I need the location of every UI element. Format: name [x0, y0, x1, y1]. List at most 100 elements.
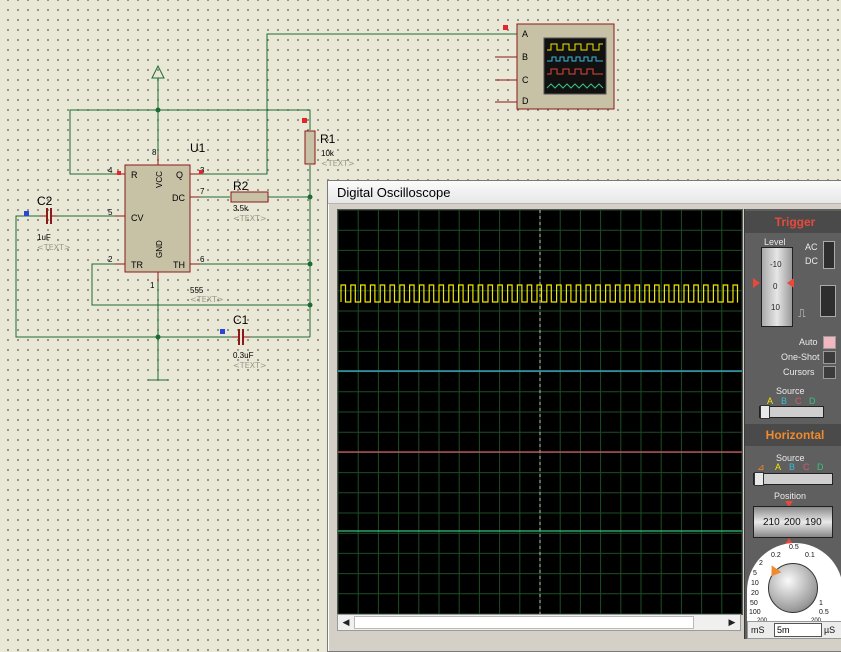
pin-dc-label: DC	[172, 193, 185, 203]
horizontal-source-b: B	[789, 462, 796, 472]
dial-tick-0-5-us: 0.5	[819, 609, 829, 616]
timebase-readout: mS 5m µS	[747, 621, 841, 639]
scope-symbol-channel-b: B	[522, 52, 528, 62]
cursors-button[interactable]	[823, 366, 836, 379]
c2-value-label: 1uF	[37, 233, 51, 242]
position-value-200: 200	[784, 517, 801, 528]
auto-button[interactable]	[823, 336, 836, 349]
r1-resistor[interactable]: R1 10k <TEXT>	[302, 118, 355, 168]
pin-th-label: TH	[173, 260, 185, 270]
dial-tick-10: 10	[751, 580, 759, 587]
power-terminal-icon[interactable]	[151, 64, 165, 82]
horizontal-source-label: Source	[776, 453, 805, 463]
level-marker-right-icon	[787, 278, 794, 288]
pin-number-4: 4	[108, 166, 113, 175]
u1-text-tag: <TEXT>	[190, 295, 224, 304]
trigger-source-d: D	[809, 396, 816, 406]
c2-text-tag: <TEXT>	[37, 243, 71, 252]
dial-tick-0-1: 0.1	[805, 552, 815, 559]
scope-symbol-channel-d: D	[522, 96, 529, 106]
auto-label: Auto	[799, 337, 818, 347]
timebase-unit-left: mS	[751, 625, 765, 635]
one-shot-label: One-Shot	[781, 352, 820, 362]
dial-tick-20: 20	[751, 590, 759, 597]
trigger-level-label: Level	[764, 237, 786, 247]
level-tick-10: 10	[771, 303, 780, 312]
pin-number-7: 7	[200, 187, 205, 196]
scope-symbol-channel-a: A	[522, 29, 528, 39]
pin-r-label: R	[131, 170, 138, 180]
horizontal-section-title: Horizontal	[745, 424, 841, 446]
pin-marker-r	[117, 171, 121, 175]
trace-channel-a	[340, 284, 739, 303]
r1-text-tag: <TEXT>	[321, 159, 355, 168]
pin-number-1: 1	[150, 281, 155, 290]
dial-tick-1: 1	[819, 600, 823, 607]
pin-q-label: Q	[176, 170, 183, 180]
r2-resistor[interactable]: R2 3.5k <TEXT>	[230, 179, 269, 223]
rising-edge-icon: ⎍	[798, 308, 806, 320]
scroll-right-icon[interactable]: ▶	[728, 617, 736, 627]
pin-gnd-label: GND	[155, 240, 164, 258]
timebase-dial-area: 0.5 0.2 2 5 10 20 50 100 200 0.1 1 0.5 2…	[747, 543, 841, 635]
r2-value-label: 3.5k	[233, 204, 249, 213]
u1-part-label: 555	[190, 286, 204, 295]
ac-label: AC	[805, 242, 818, 252]
pin-number-8: 8	[152, 148, 157, 157]
level-tick-0: 0	[773, 282, 778, 291]
scroll-left-icon[interactable]: ◀	[342, 617, 350, 627]
scope-display[interactable]	[337, 209, 743, 615]
trigger-source-slider[interactable]	[759, 406, 824, 418]
scrollbar-thumb[interactable]	[354, 616, 694, 629]
timebase-unit-right: µS	[824, 625, 836, 635]
one-shot-button[interactable]	[823, 351, 836, 364]
c2-capacitor[interactable]: C2 1uF <TEXT>	[24, 194, 71, 252]
u1-555-timer[interactable]: U1 R Q DC CV TR TH VCC GND 4 8 3 7 5 2 6…	[108, 141, 224, 304]
position-knob[interactable]: 210 200 190	[753, 506, 833, 538]
control-panel: Trigger Level -10 0 10 AC DC ⎍ Auto One-…	[744, 209, 841, 639]
horizontal-source-a: A	[775, 462, 782, 472]
horizontal-scrollbar[interactable]: ◀ ▶	[337, 614, 741, 631]
dial-tick-5: 5	[753, 570, 757, 577]
position-marker-icon	[785, 501, 793, 507]
dial-tick-0-2: 0.2	[771, 552, 781, 559]
trigger-source-a: A	[767, 396, 774, 406]
pin-vcc-label: VCC	[155, 171, 164, 188]
horizontal-source-ramp-icon: ⊿	[757, 462, 765, 472]
dial-tick-50: 50	[750, 600, 758, 607]
pin-marker-q	[199, 170, 203, 174]
trigger-source-label: Source	[776, 386, 805, 396]
c1-value-label: 0.3uF	[233, 351, 254, 360]
cursors-label: Cursors	[783, 367, 815, 377]
scope-symbol-channel-c: C	[522, 75, 529, 85]
c2-ref-label: C2	[37, 194, 53, 208]
timebase-knob[interactable]	[768, 563, 818, 613]
dc-label: DC	[805, 256, 818, 266]
pin-number-2: 2	[108, 255, 113, 264]
timebase-value-field[interactable]: 5m	[774, 623, 822, 637]
oscilloscope-instrument-symbol[interactable]: A B C D	[495, 23, 615, 110]
r2-text-tag: <TEXT>	[233, 214, 267, 223]
horizontal-source-slider-knob[interactable]	[754, 472, 764, 486]
level-marker-left-icon	[753, 278, 760, 288]
dial-tick-2: 2	[759, 560, 763, 567]
scope-display-svg	[337, 209, 743, 615]
ac-dc-switch[interactable]	[823, 241, 835, 269]
r1-ref-label: R1	[320, 132, 336, 146]
pin-cv-label: CV	[131, 213, 144, 223]
horizontal-source-slider[interactable]	[753, 473, 833, 485]
position-value-210: 210	[763, 517, 780, 528]
dial-tick-0-5: 0.5	[789, 544, 799, 551]
c1-capacitor[interactable]: C1 0.3uF <TEXT>	[220, 313, 267, 370]
trigger-source-slider-knob[interactable]	[760, 405, 770, 419]
window-title: Digital Oscilloscope	[337, 185, 451, 200]
u1-ref-label: U1	[190, 141, 206, 155]
position-marker-bottom-icon	[785, 538, 793, 544]
oscilloscope-window[interactable]: Digital Oscilloscope ◀ ▶ Trigger Level -…	[327, 180, 841, 652]
c1-text-tag: <TEXT>	[233, 361, 267, 370]
c1-ref-label: C1	[233, 313, 249, 327]
position-value-190: 190	[805, 517, 822, 528]
window-titlebar[interactable]: Digital Oscilloscope	[328, 181, 841, 204]
edge-polarity-switch[interactable]	[820, 285, 836, 317]
